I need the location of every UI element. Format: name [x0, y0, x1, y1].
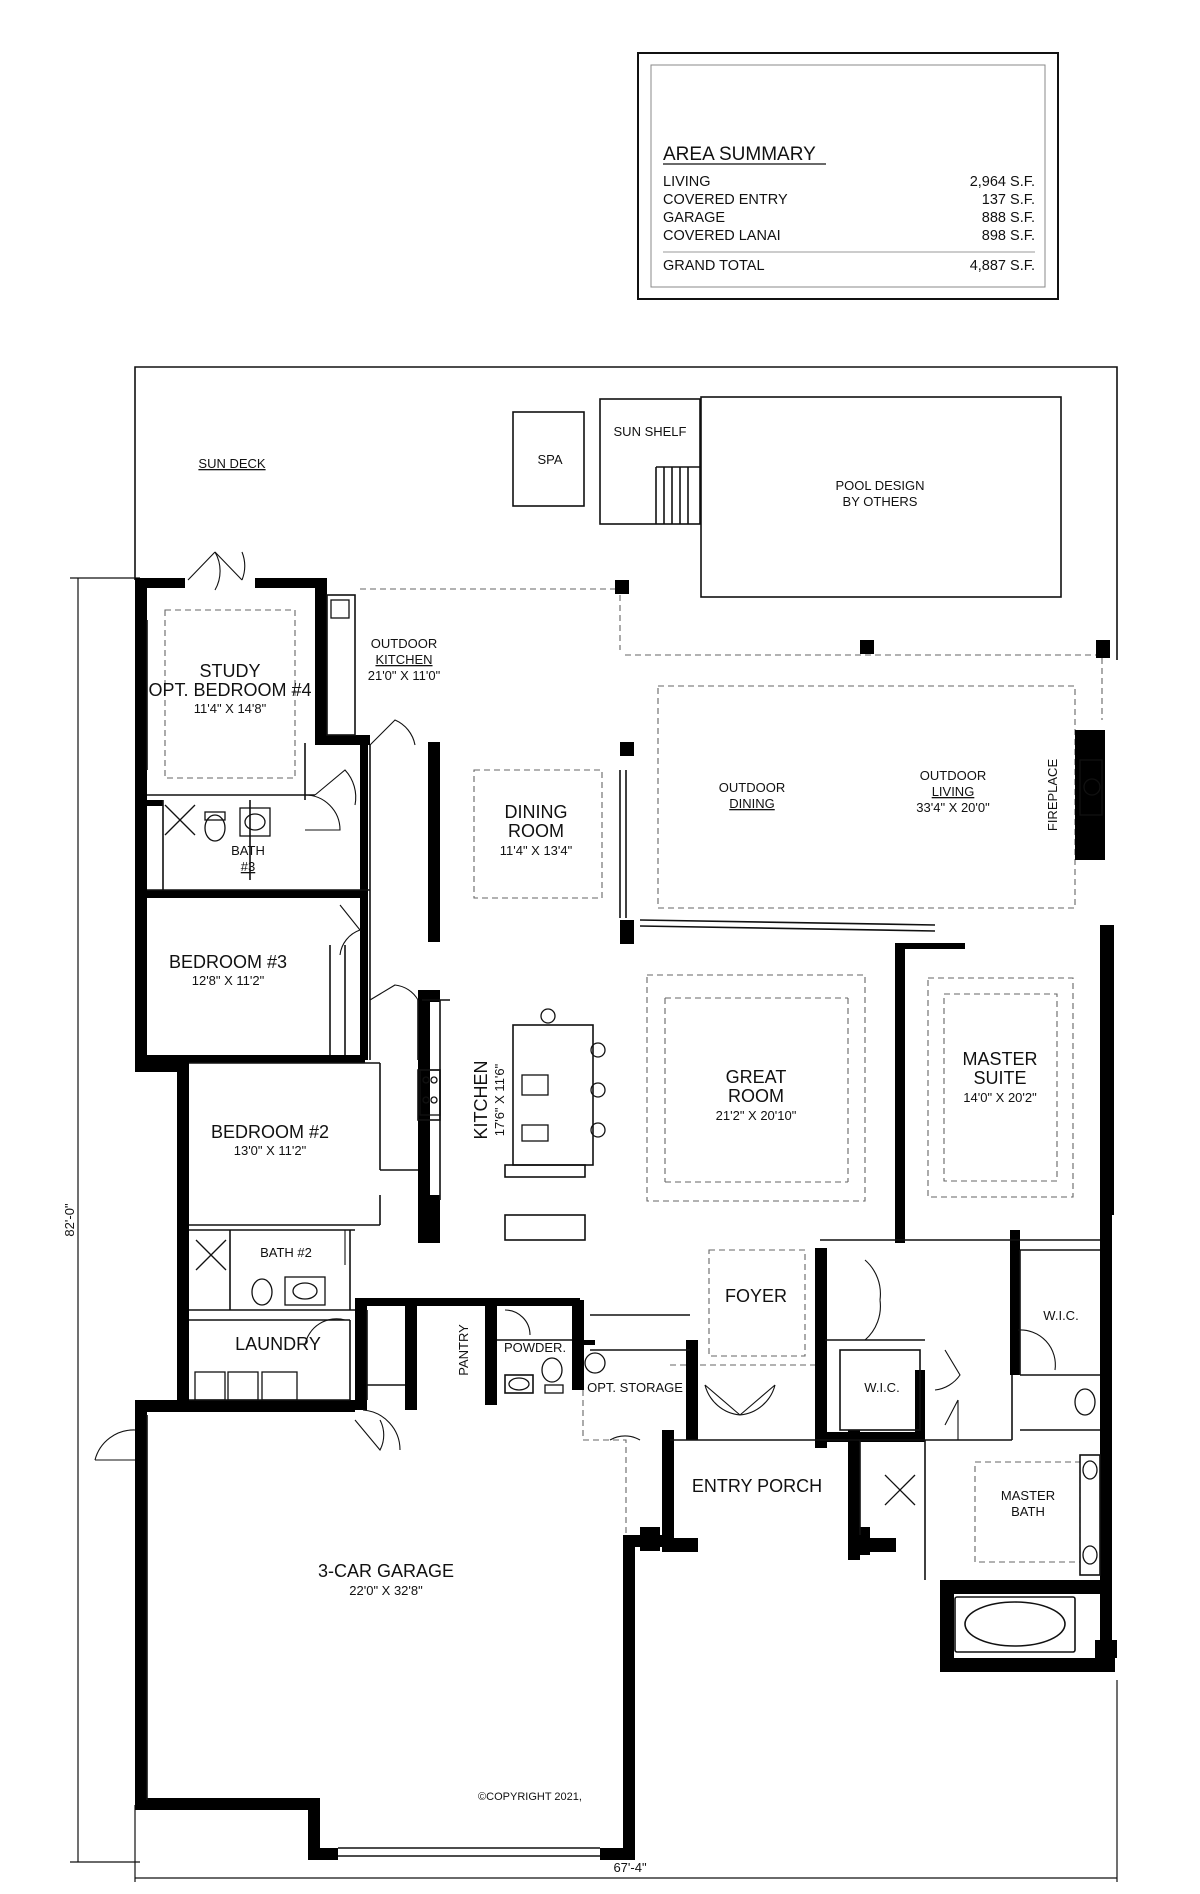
site-outline	[134, 366, 1118, 660]
outdoor-living-dimension: 33'4" X 20'0"	[916, 800, 990, 815]
interior-lines	[146, 594, 1101, 1857]
spa-label: SPA	[537, 452, 562, 467]
area-row-value: 2,964 S.F.	[970, 174, 1035, 190]
area-total-value: 4,887 S.F.	[970, 258, 1035, 274]
area-row-value: 888 S.F.	[982, 210, 1035, 226]
area-row-label: COVERED LANAI	[663, 228, 781, 244]
entry-porch-label: ENTRY PORCH	[692, 1476, 822, 1496]
fixtures	[164, 599, 1103, 1565]
powder-label: POWDER.	[504, 1340, 566, 1355]
opt-storage-label: OPT. STORAGE	[587, 1380, 683, 1395]
area-row-label: COVERED ENTRY	[663, 192, 788, 208]
area-total-label: GRAND TOTAL	[663, 258, 765, 274]
great-room-dimension: 21'2" X 20'10"	[716, 1108, 797, 1123]
bath3-label-line2: #3	[241, 859, 255, 874]
master-suite-label-line1: MASTER	[962, 1049, 1037, 1069]
area-row-label: LIVING	[663, 174, 711, 190]
area-summary-title: AREA SUMMARY	[663, 144, 816, 165]
pool-label-line1: POOL DESIGN	[835, 478, 924, 493]
sun-deck-label: SUN DECK	[198, 456, 266, 471]
outdoor-living-label-line2: LIVING	[932, 784, 975, 799]
great-room-label-line1: GREAT	[726, 1067, 787, 1087]
wic-left-label: W.I.C.	[864, 1380, 899, 1395]
area-row-value: 137 S.F.	[982, 192, 1035, 208]
pantry-label: PANTRY	[456, 1324, 471, 1376]
laundry-label: LAUNDRY	[235, 1334, 321, 1354]
bedroom3-label: BEDROOM #3	[169, 952, 287, 972]
dining-room-label-line2: ROOM	[508, 821, 564, 841]
study-label-line2: OPT. BEDROOM #4	[148, 680, 311, 700]
outdoor-dining-label-line1: OUTDOOR	[719, 780, 785, 795]
dimension-lines	[70, 577, 1118, 1882]
study-label-line1: STUDY	[199, 661, 260, 681]
outdoor-dining-label-line2: DINING	[729, 796, 775, 811]
depth-dimension-label: 82'-0"	[62, 1203, 77, 1237]
area-row-label: GARAGE	[663, 210, 725, 226]
master-bath-label-line2: BATH	[1011, 1504, 1045, 1519]
walls	[135, 578, 1117, 1860]
bath2-label: BATH #2	[260, 1245, 312, 1260]
fireplace-label: FIREPLACE	[1045, 759, 1060, 832]
copyright-text: ©COPYRIGHT 2021,	[478, 1791, 582, 1803]
outdoor-living-label-line1: OUTDOOR	[920, 768, 986, 783]
master-suite-label-line2: SUITE	[973, 1068, 1026, 1088]
sun-shelf-label: SUN SHELF	[614, 424, 687, 439]
kitchen-dimension: 17'6" X 11'6"	[492, 1063, 507, 1136]
area-row-value: 898 S.F.	[982, 228, 1035, 244]
dashed-outlines	[164, 588, 1103, 1563]
garage-label: 3-CAR GARAGE	[318, 1561, 454, 1581]
master-bath-label-line1: MASTER	[1001, 1488, 1055, 1503]
foyer-label: FOYER	[725, 1286, 787, 1306]
outdoor-kitchen-dimension: 21'0" X 11'0"	[368, 668, 441, 683]
bedroom2-dimension: 13'0" X 11'2"	[234, 1143, 307, 1158]
pool-label-line2: BY OTHERS	[843, 494, 918, 509]
outdoor-kitchen-label-line1: OUTDOOR	[371, 636, 437, 651]
dining-room-label-line1: DINING	[505, 802, 568, 822]
great-room-label-line2: ROOM	[728, 1086, 784, 1106]
bedroom3-dimension: 12'8" X 11'2"	[192, 973, 265, 988]
bedroom2-label: BEDROOM #2	[211, 1122, 329, 1142]
area-summary-box: AREA SUMMARY LIVING 2,964 S.F. COVERED E…	[637, 52, 1059, 300]
kitchen-label: KITCHEN	[471, 1060, 491, 1139]
garage-dimension: 22'0" X 32'8"	[349, 1583, 423, 1598]
room-labels: SUN DECK SPA SUN SHELF POOL DESIGN BY OT…	[148, 424, 1078, 1803]
door-swings	[94, 551, 1056, 1461]
width-dimension-label: 67'-4"	[613, 1860, 647, 1875]
dining-room-dimension: 11'4" X 13'4"	[500, 843, 573, 858]
study-dimension: 11'4" X 14'8"	[194, 701, 267, 716]
outdoor-kitchen-label-line2: KITCHEN	[375, 652, 432, 667]
bath3-label-line1: BATH	[231, 843, 265, 858]
master-suite-dimension: 14'0" X 20'2"	[963, 1090, 1037, 1105]
wic-right-label: W.I.C.	[1043, 1308, 1078, 1323]
